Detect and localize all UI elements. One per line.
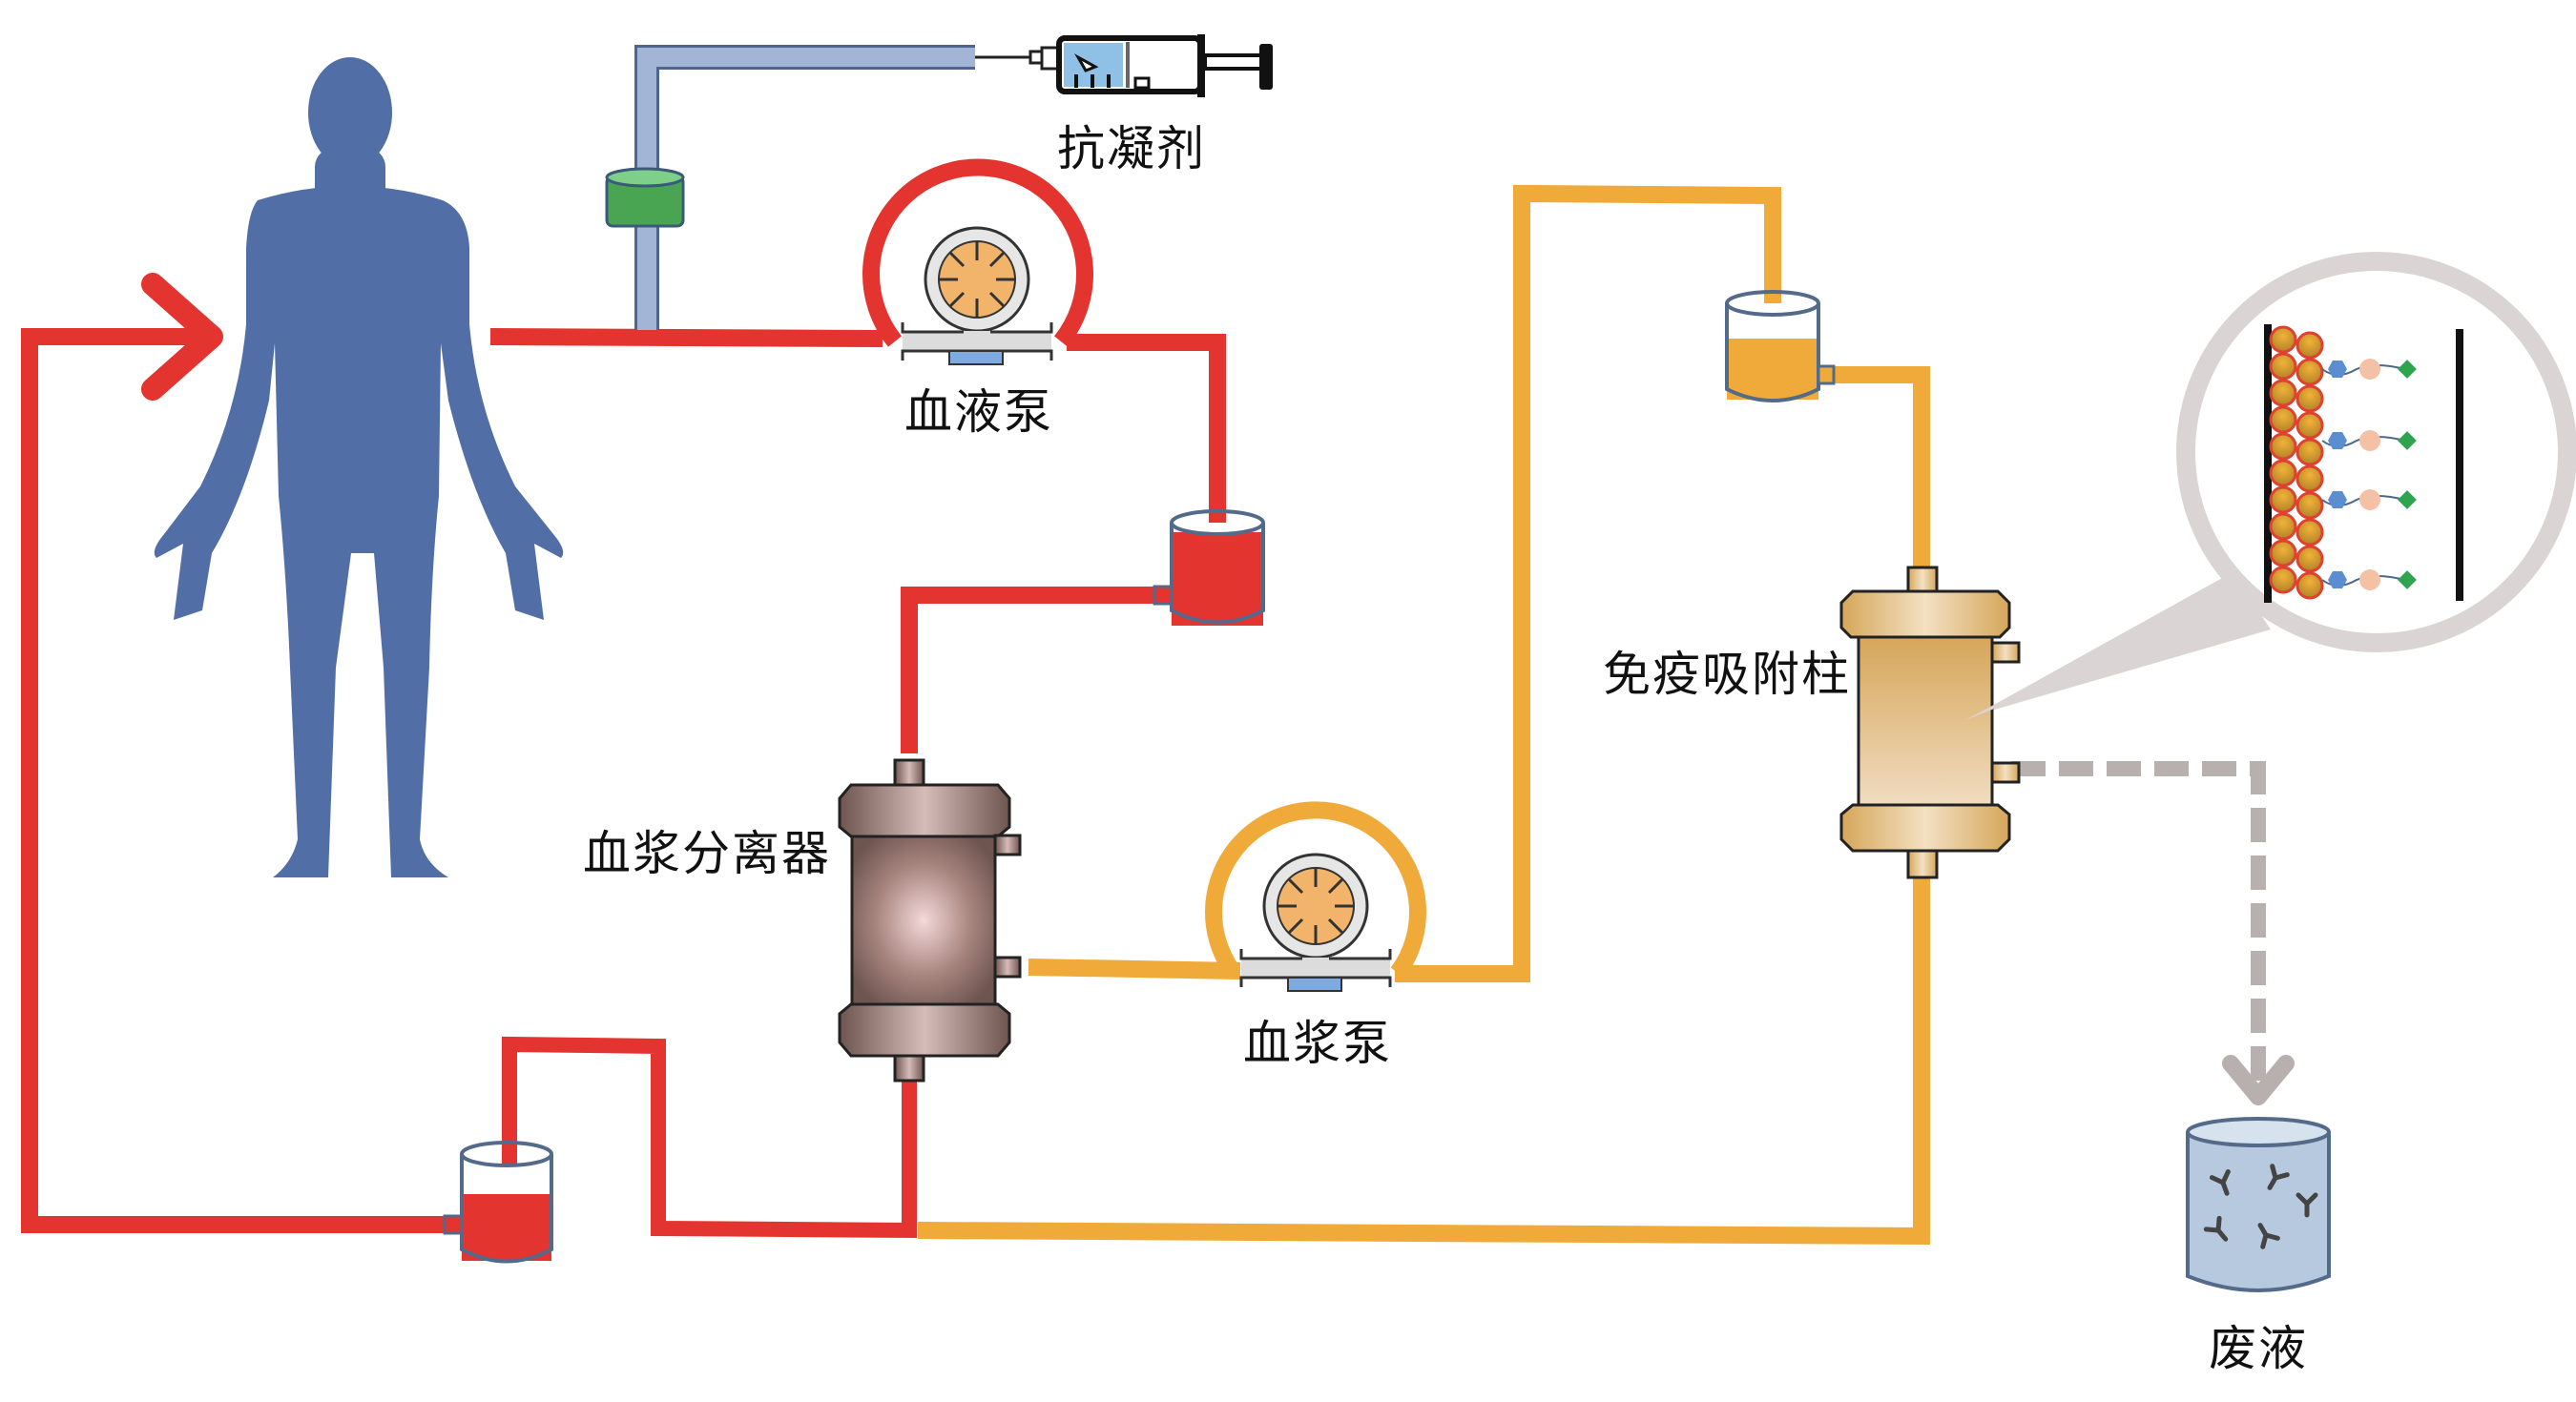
- anticoagulant-label: 抗凝剂: [1057, 121, 1206, 176]
- syringe-icon: [1028, 34, 1273, 97]
- adsorbent-bead: [2269, 432, 2297, 461]
- plasma-pump-icon[interactable]: [1205, 801, 1426, 992]
- adsorbent-bead: [2296, 518, 2324, 546]
- adsorbent-bead: [2269, 405, 2297, 434]
- ligand-chains: [2321, 359, 2417, 590]
- anticoagulant-line: [634, 45, 1030, 330]
- adsorbent-bead: [2269, 512, 2297, 541]
- adsorbent-bead: [2269, 539, 2297, 567]
- waste-liquid-label: 废液: [2209, 1321, 2308, 1376]
- adsorbent-bead: [2269, 325, 2297, 354]
- adsorbent-bead: [2269, 379, 2297, 407]
- blood-pump-label: 血液泵: [904, 384, 1053, 440]
- adsorbent-bead: [2296, 545, 2324, 573]
- blood-reservoir-icon: [1153, 509, 1265, 626]
- return-blood-reservoir-icon: [443, 1141, 553, 1264]
- reservoir-to-separator-line: [901, 587, 1162, 753]
- adsorbent-bead: [2296, 464, 2324, 493]
- blood-pump-icon[interactable]: [862, 158, 1093, 365]
- callout-pointer: [1965, 582, 2242, 720]
- blood-pump-to-reservoir-line: [1067, 334, 1226, 523]
- ligand-chain: [2321, 359, 2417, 380]
- adsorbent-bead: [2296, 411, 2324, 440]
- adsorbent-bead: [2269, 352, 2297, 381]
- adsorbent-bead: [2269, 566, 2297, 594]
- adsorbent-bead: [2269, 459, 2297, 487]
- magnified-view-callout: [1975, 252, 2576, 715]
- adsorbent-beads: [2269, 325, 2324, 600]
- plasma-reservoir-icon: [1725, 290, 1836, 402]
- blood-return-line: [21, 328, 450, 1233]
- adsorbent-bead: [2269, 485, 2297, 514]
- separator-to-plasma-pump-line: [1028, 959, 1241, 979]
- waste-line: [2011, 761, 2295, 1105]
- adsorbent-bead: [2296, 384, 2324, 413]
- adsorbent-bead: [2296, 571, 2324, 600]
- plasma-pump-label: 血浆泵: [1243, 1016, 1392, 1071]
- ligand-chain: [2321, 430, 2417, 451]
- immunoadsorption-column-icon[interactable]: [1839, 566, 2021, 879]
- immunoadsorption-column-label: 免疫吸附柱: [1603, 647, 1851, 702]
- separator-to-reservoir2-line: [502, 1036, 917, 1239]
- adsorbent-bead: [2296, 438, 2324, 466]
- return-arrow-icon: [141, 273, 223, 401]
- ligand-chain: [2321, 569, 2417, 590]
- plasma-lines: [917, 184, 1930, 1246]
- blood-lines: [21, 328, 1226, 1239]
- column-to-return-line: [917, 855, 1930, 1246]
- waste-container-icon: [2186, 1117, 2331, 1292]
- adsorbent-bead: [2296, 491, 2324, 520]
- plasma-pump-to-reservoir-line: [1395, 184, 1781, 982]
- anticoagulant-clamp-icon[interactable]: [605, 167, 685, 228]
- plasma-separator-icon[interactable]: [838, 758, 1022, 1082]
- adsorbent-bead: [2296, 358, 2324, 386]
- plasma-reservoir-to-column-line: [1834, 366, 1930, 567]
- patient-silhouette-icon: [154, 57, 564, 877]
- blood-outflow-line: [489, 328, 883, 347]
- ligand-chain: [2321, 489, 2417, 510]
- adsorbent-bead: [2296, 331, 2324, 360]
- waste-arrow-icon: [2222, 1055, 2295, 1105]
- plasma-separator-label: 血浆分离器: [583, 826, 831, 881]
